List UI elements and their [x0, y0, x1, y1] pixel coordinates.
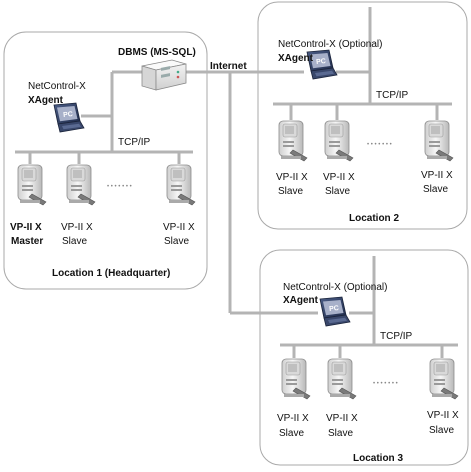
device-role-label: Slave	[164, 236, 190, 247]
device-role-label: Slave	[279, 428, 305, 439]
location3-ellipsis: • • • • • • •	[373, 381, 398, 387]
location2-xagent-label: XAgent	[278, 53, 313, 64]
location3-box	[259, 249, 469, 466]
location1-ellipsis: • • • • • • •	[107, 184, 132, 190]
location1-tcpip-label: TCP/IP	[118, 137, 151, 148]
location3-title: Location 3	[353, 453, 404, 464]
device-role-label: Slave	[423, 184, 449, 195]
device-role-label: Slave	[328, 428, 354, 439]
location2-netcontrol-label: NetControl-X (Optional)	[278, 39, 383, 50]
device-name-label: VP-II X	[276, 172, 308, 183]
device-role-label: Slave	[62, 236, 88, 247]
dbms-server-icon	[141, 59, 187, 91]
location1-box	[3, 31, 208, 290]
device-role-label: Master	[11, 236, 44, 247]
connection-lines	[15, 7, 458, 358]
device-name-label: VP-II X	[163, 222, 195, 233]
device-role-label: Slave	[278, 186, 304, 197]
device-name-label: VP-II X	[277, 413, 309, 424]
device-role-label: Slave	[429, 425, 455, 436]
device-name-label: VP-II X	[61, 222, 93, 233]
device-role-label: Slave	[325, 186, 351, 197]
location1-netcontrol-label: NetControl-X	[28, 81, 86, 92]
location3-xagent-label: XAgent	[283, 295, 318, 306]
device-name-label: VP-II X	[326, 413, 358, 424]
device-name-label: VP-II X	[323, 172, 355, 183]
device-name-label: VP-II X	[10, 222, 42, 233]
location3-tcpip-label: TCP/IP	[380, 331, 413, 342]
location1-title: Location 1 (Headquarter)	[52, 268, 171, 279]
location2-ellipsis: • • • • • • •	[367, 142, 392, 148]
location2-tcpip-label: TCP/IP	[376, 90, 409, 101]
dbms-label: DBMS (MS-SQL)	[118, 47, 196, 58]
location3-netcontrol-label: NetControl-X (Optional)	[283, 282, 388, 293]
device-name-label: VP-II X	[421, 170, 453, 181]
device-name-label: VP-II X	[427, 410, 459, 421]
location1-xagent-label: XAgent	[28, 95, 63, 106]
internet-label: Internet	[210, 61, 247, 72]
location2-title: Location 2	[349, 213, 400, 224]
